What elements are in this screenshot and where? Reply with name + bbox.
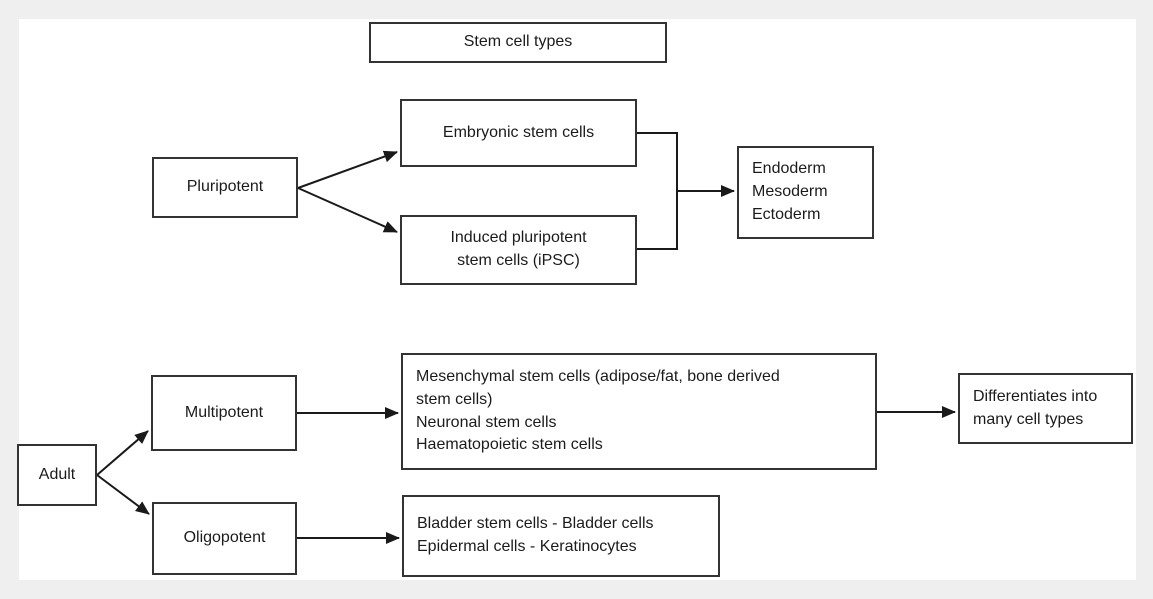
embryonic-stem-cells-box: Embryonic stem cells [400, 99, 637, 167]
differentiates-box: Differentiates into many cell types [958, 373, 1133, 444]
oligopotent-examples-box: Bladder stem cells - Bladder cells Epide… [402, 495, 720, 577]
pluripotent-box: Pluripotent [152, 157, 298, 218]
germ-layers-box: Endoderm Mesoderm Ectoderm [737, 146, 874, 239]
induced-pluripotent-stem-cells-box: Induced pluripotent stem cells (iPSC) [400, 215, 637, 285]
multipotent-box: Multipotent [151, 375, 297, 451]
stem-cell-types-box: Stem cell types [369, 22, 667, 63]
multipotent-examples-box: Mesenchymal stem cells (adipose/fat, bon… [401, 353, 877, 470]
oligopotent-box: Oligopotent [152, 502, 297, 575]
adult-box: Adult [17, 444, 97, 506]
